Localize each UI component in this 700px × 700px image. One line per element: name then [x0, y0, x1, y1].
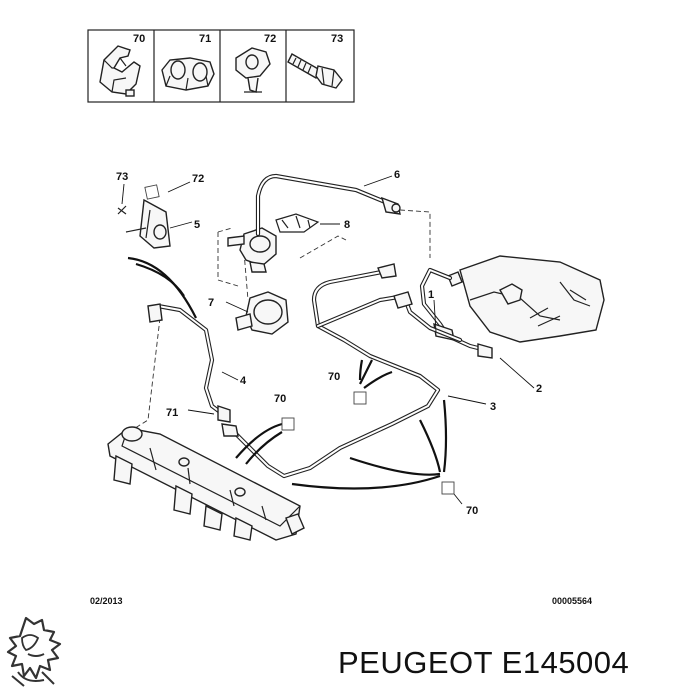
callout-6: 6	[394, 169, 400, 181]
bracket-assembly	[117, 184, 171, 249]
callout-70: 70	[274, 393, 286, 405]
fuel-rail	[107, 426, 305, 541]
clip-icon	[99, 45, 141, 97]
header-part-number: 71	[199, 33, 211, 45]
pipe-4	[147, 303, 239, 437]
callout-73: 73	[116, 171, 128, 183]
header-part-number: 70	[133, 33, 145, 45]
header-part-number: 72	[264, 33, 276, 45]
double-clip-icon	[161, 57, 215, 91]
thin-leaders	[121, 175, 535, 505]
fuel-filter-assembly	[447, 255, 605, 343]
callout-70: 70	[328, 371, 340, 383]
pipe-return	[315, 291, 463, 343]
dashed-guide-lines	[131, 209, 431, 431]
push-clip-icon	[235, 47, 271, 93]
pipe-1	[419, 267, 493, 359]
date-code: 02/2013	[90, 596, 123, 606]
header-part-number: 73	[331, 33, 343, 45]
pressure-regulator	[227, 213, 320, 273]
callout-3: 3	[490, 401, 496, 413]
lion-logo-icon	[6, 616, 62, 687]
brand-part-label: PEUGEOT E145004	[338, 645, 629, 681]
thick-leaders	[127, 256, 448, 490]
brand-name: PEUGEOT	[338, 645, 493, 680]
callout-4: 4	[240, 375, 247, 387]
callout-70: 70	[466, 505, 478, 517]
regulator-lower	[235, 291, 289, 335]
part-number: E145004	[501, 645, 630, 680]
callout-72: 72	[192, 173, 204, 185]
callout-7: 7	[208, 297, 214, 309]
marker-boxes	[281, 391, 455, 495]
screw-icon	[287, 53, 343, 89]
callout-1: 1	[428, 289, 434, 301]
header-parts-strip: 70 71 72 73	[87, 29, 355, 103]
callout-71: 71	[166, 407, 178, 419]
pipe-6	[255, 173, 401, 237]
callout-8: 8	[344, 219, 350, 231]
callout-2: 2	[536, 383, 542, 395]
diagram-code: 00005564	[552, 596, 592, 606]
callout-5: 5	[194, 219, 200, 231]
pipe-3	[223, 263, 441, 479]
